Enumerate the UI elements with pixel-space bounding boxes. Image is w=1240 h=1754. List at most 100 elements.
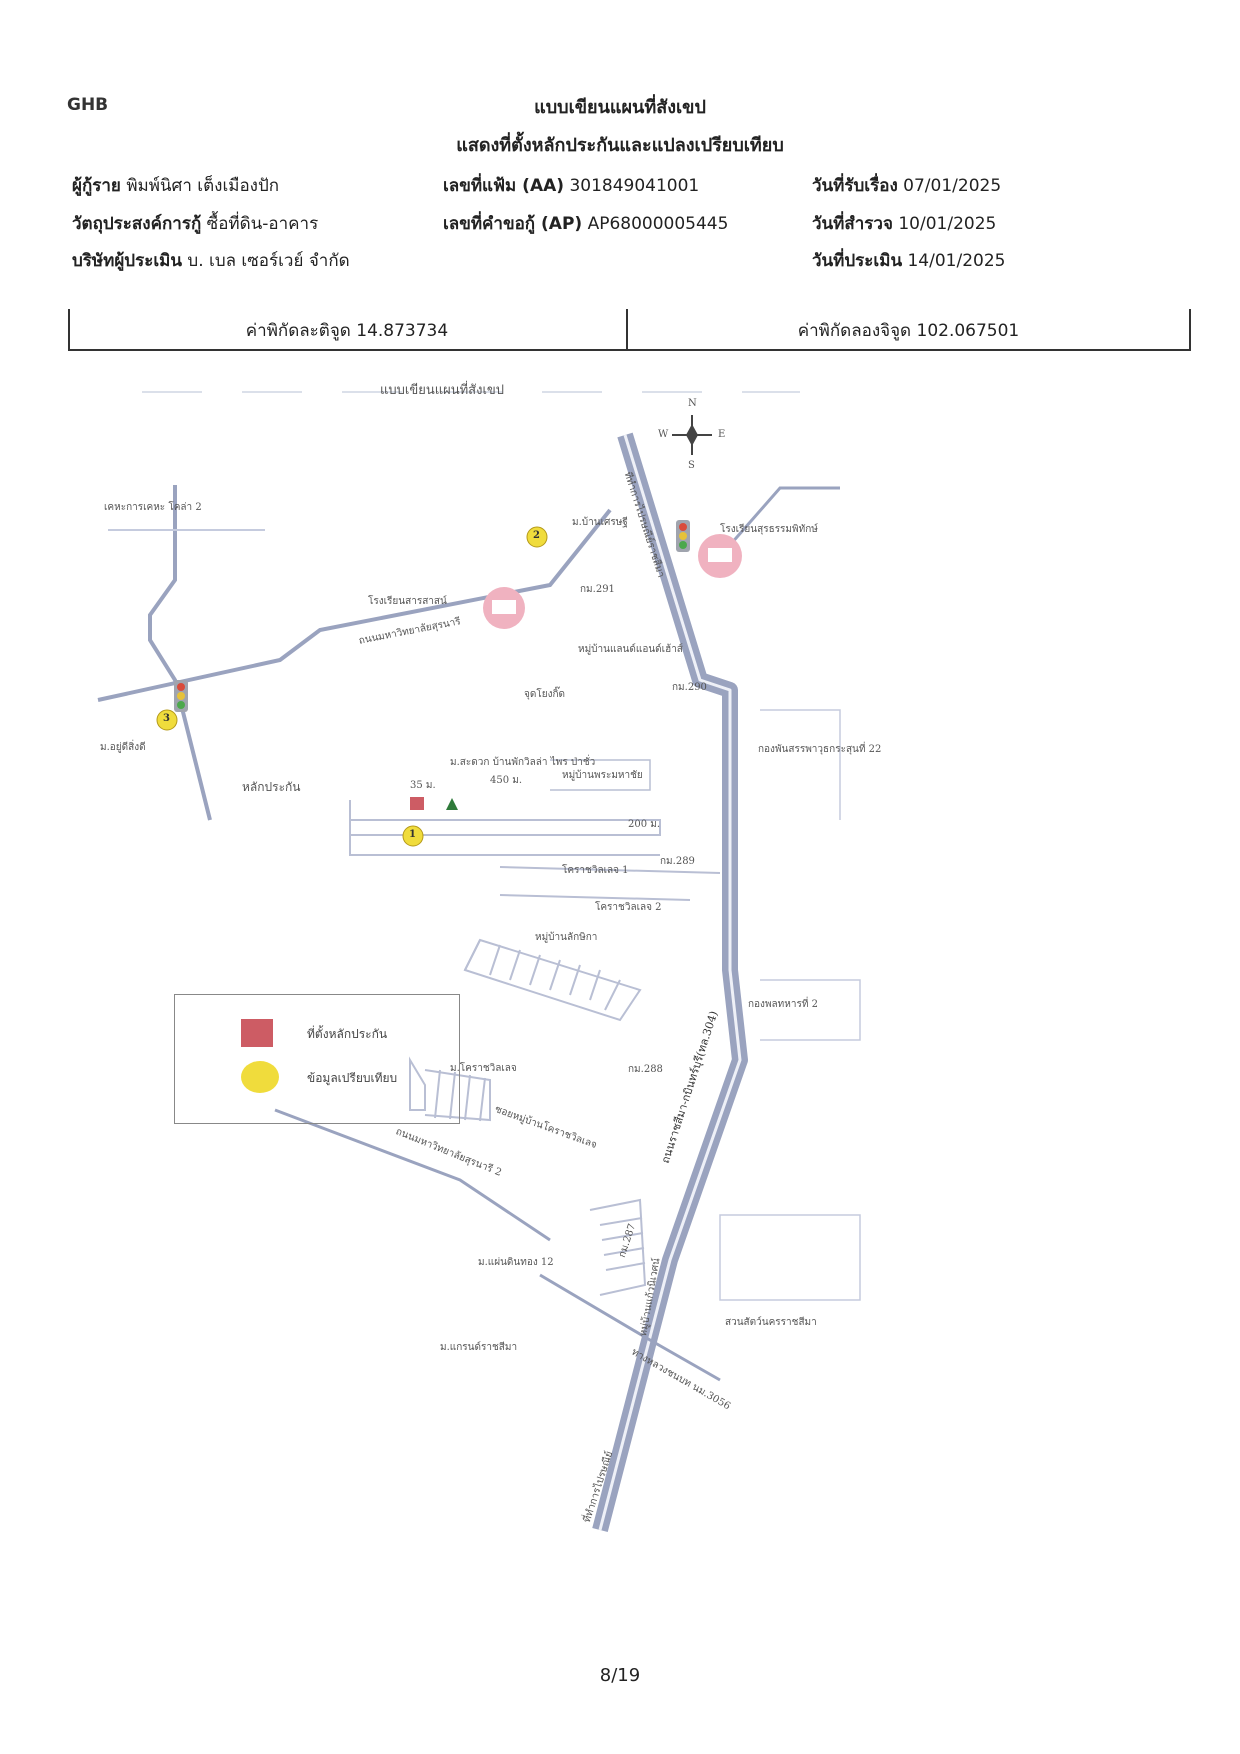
- soi-block: [349, 819, 661, 836]
- label-village-alley: ม.สะดวก บ้านพักวิลล่า ไพร ป่าชั่ว: [450, 757, 596, 768]
- divider: [1189, 309, 1191, 351]
- legend-collateral-label: ที่ตั้งหลักประกัน: [307, 1027, 388, 1041]
- label-village-korat: ม.โคราชวิลเลจ: [450, 1063, 517, 1074]
- label-school-2: โรงเรียนสารสาสน์: [368, 596, 447, 607]
- label-collateral: หลักประกัน: [242, 780, 301, 794]
- label-korat-village-2: โคราชวิลเลจ 2: [595, 902, 662, 913]
- appraiser-label: บริษัทผู้ประเมิน: [72, 251, 182, 271]
- label-korat-village-1: โคราชวิลเลจ 1: [562, 865, 629, 876]
- survey-date-value: 10/01/2025: [898, 214, 997, 234]
- label-village-yudee: ม.อยู่ดีสิ่งดี: [100, 742, 146, 753]
- compass-icon: [672, 415, 712, 455]
- label-village-land-house: หมู่บ้านแลนด์แอนด์เฮ้าส์: [578, 644, 683, 655]
- label-distance-450m: 450 ม.: [490, 775, 523, 786]
- label-army-division: กองพลทหารที่ 2: [748, 999, 818, 1010]
- label-junction: จุดโยงกิ๊ด: [524, 689, 566, 700]
- received-date-value: 07/01/2025: [903, 176, 1002, 196]
- lane-1: [499, 866, 721, 874]
- village-block: [550, 759, 651, 791]
- received-date-label: วันที่รับเรื่อง: [812, 176, 898, 196]
- left-road: [148, 485, 212, 821]
- collateral-marker: [410, 797, 424, 810]
- longitude-value: ค่าพิกัดลองจิจูด 102.067501: [797, 321, 1020, 341]
- borrower-value: พิมพ์นิศา เต็งเมืองปัก: [126, 176, 280, 196]
- label-village-grand: ม.แกรนด์ราชสีมา: [440, 1342, 518, 1353]
- file-number-row: เลขที่แฟ้ม (AA) 301849041001: [443, 172, 699, 199]
- latitude-value: ค่าพิกัดละติจูด 14.873734: [245, 321, 449, 341]
- assess-date-row: วันที่ประเมิน 14/01/2025: [812, 247, 1005, 274]
- army-base-boundary: [760, 709, 841, 820]
- label-distance-200m: 200 ม.: [628, 819, 661, 830]
- appraiser-row: บริษัทผู้ประเมิน บ. เบล เซอร์เวย์ จำกัด: [72, 247, 350, 274]
- school-icon-detail: [708, 548, 732, 562]
- label-distance-35m: 35 ม.: [410, 780, 436, 791]
- label-village-12: ม.แผ่นดินทอง 12: [478, 1257, 554, 1268]
- tree-icon: [446, 798, 458, 810]
- label-village-setthi: ม.บ้านเศรษฐี: [572, 517, 628, 528]
- label-zoo: สวนสัตว์นครราชสีมา: [725, 1317, 817, 1328]
- file-number-label: เลขที่แฟ้ม (AA): [443, 176, 565, 196]
- comparison-marker-1: [402, 825, 424, 847]
- zoo-block: [719, 1214, 861, 1301]
- survey-date-label: วันที่สำรวจ: [812, 214, 893, 234]
- university-road: [97, 508, 612, 702]
- page-number: 8/19: [599, 1665, 641, 1686]
- assess-date-label: วันที่ประเมิน: [812, 251, 903, 271]
- marker-label-2: 2: [533, 530, 540, 541]
- label-km-289: กม.289: [660, 856, 695, 867]
- rural-road: [539, 1273, 721, 1382]
- map-heading: แบบเขียนแผนที่สังเขป: [380, 383, 505, 398]
- coordinates-bar: ค่าพิกัดละติจูด 14.873734 ค่าพิกัดลองจิจ…: [68, 309, 1191, 351]
- comparison-marker-2: [526, 526, 548, 548]
- village-grid-2: [409, 1056, 491, 1122]
- compass-north: N: [688, 398, 697, 409]
- university-road-2: [274, 1108, 551, 1242]
- request-number-value: AP68000005445: [587, 214, 729, 234]
- lane-2: [499, 894, 691, 901]
- traffic-light-icon: [174, 680, 188, 712]
- divider: [626, 309, 628, 351]
- village-grid-3: [589, 1198, 647, 1296]
- received-date-row: วันที่รับเรื่อง 07/01/2025: [812, 172, 1001, 199]
- label-km-290: กม.290: [672, 682, 707, 693]
- page-title: แบบเขียนแผนที่สังเขป: [534, 97, 706, 118]
- borrower-label: ผู้กู้ราย: [72, 176, 121, 196]
- brand-logo-text: GHB: [67, 95, 109, 115]
- label-village-mahachai: หมู่บ้านพระมหาชัย: [562, 770, 643, 781]
- assess-date-value: 14/01/2025: [907, 251, 1006, 271]
- label-school-1: โรงเรียนสุรธรรมพิทักษ์: [720, 524, 818, 535]
- request-number-row: เลขที่คำขอกู้ (AP) AP68000005445: [443, 210, 728, 237]
- map-drawing: [97, 391, 861, 1533]
- label-army-base: กองพันสรรพาวุธกระสุนที่ 22: [758, 744, 882, 755]
- highway-centerline: [598, 434, 742, 1531]
- traffic-light-icon: [676, 520, 690, 552]
- label-housing-2: เคหะการเคหะ โคล่า 2: [104, 502, 202, 513]
- soi-outline: [349, 800, 660, 856]
- file-number-value: 301849041001: [569, 176, 700, 196]
- legend-comparison-label: ข้อมูลเปรียบเทียบ: [307, 1071, 398, 1085]
- divider: [68, 309, 70, 351]
- label-village-laksika: หมู่บ้านลักษิกา: [535, 932, 598, 943]
- marker-label-3: 3: [163, 713, 170, 724]
- compass-west: W: [658, 429, 669, 440]
- village-grid-1: [463, 938, 642, 1022]
- purpose-row: วัตถุประสงค์การกู้ ซื้อที่ดิน-อาคาร: [72, 210, 318, 237]
- legend-comparison-swatch: [241, 1061, 279, 1093]
- compass-east: E: [718, 429, 726, 440]
- school-icon-detail: [492, 600, 516, 614]
- survey-date-row: วันที่สำรวจ 10/01/2025: [812, 210, 996, 237]
- borrower-row: ผู้กู้ราย พิมพ์นิศา เต็งเมืองปัก: [72, 172, 279, 199]
- page-subtitle: แสดงที่ตั้งหลักประกันและแปลงเปรียบเทียบ: [456, 135, 784, 156]
- purpose-value: ซื้อที่ดิน-อาคาร: [206, 214, 319, 234]
- legend-collateral-swatch: [241, 1019, 273, 1047]
- appraiser-value: บ. เบล เซอร์เวย์ จำกัด: [187, 251, 350, 271]
- label-km-291: กม.291: [580, 584, 615, 595]
- compass-south: S: [688, 460, 695, 471]
- label-km-288: กม.288: [628, 1064, 663, 1075]
- army-base-2-boundary: [760, 979, 861, 1041]
- purpose-label: วัตถุประสงค์การกู้: [72, 214, 202, 234]
- request-number-label: เลขที่คำขอกู้ (AP): [443, 214, 583, 234]
- branch-road-ne: [728, 486, 840, 546]
- map-legend: ที่ตั้งหลักประกัน ข้อมูลเปรียบเทียบ: [174, 994, 460, 1124]
- sketch-map: แบบเขียนแผนที่สังเขป N S E W ทีทำการไปรษ…: [80, 380, 940, 1550]
